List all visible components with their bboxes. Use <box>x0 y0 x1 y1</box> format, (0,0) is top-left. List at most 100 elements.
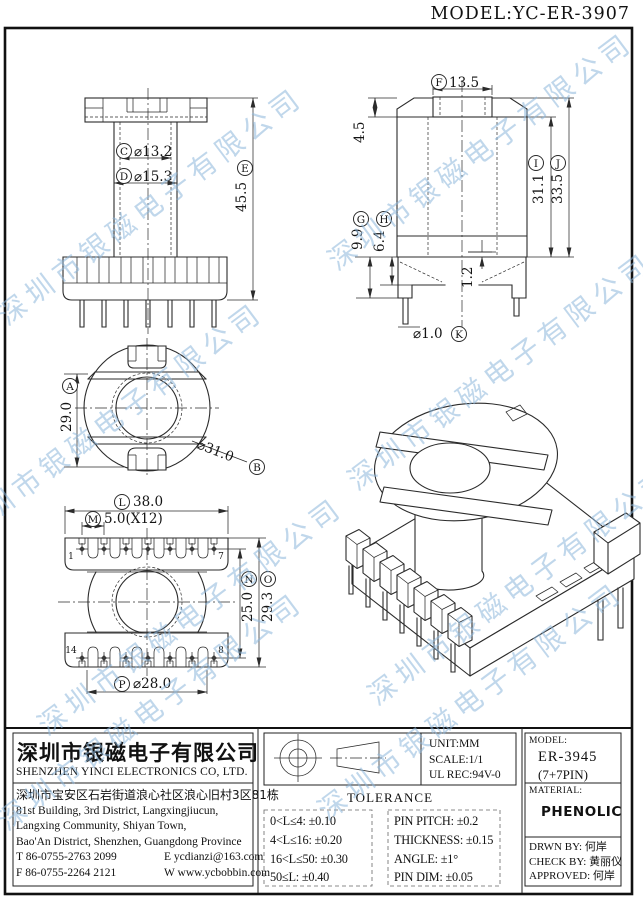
contact-line-2: F 86-0755-2264 2121 W www.ycbobbin.com <box>16 866 279 882</box>
dim-flange-thickness: 4.5 <box>352 122 368 143</box>
dim-l-value: 38.0 <box>133 494 163 510</box>
phone: T 86-0755-2763 2099 <box>16 851 117 863</box>
dim-m-value: 5.0(X12) <box>104 511 163 527</box>
company-name-cn: 深圳市银磁电子有限公司 <box>17 741 259 765</box>
dim-j-value: 33.5 <box>550 174 566 204</box>
company-address: 深圳市宝安区石岩街道浪心社区浪心旧村3区81栋 81st Building, 3… <box>16 788 279 881</box>
tolerance-row: 0<L≤4: ±0.10 <box>270 814 336 828</box>
balloon-M: M <box>85 511 101 527</box>
address-en-3: Bao'An District, Shenzhen, Guangdong Pro… <box>16 835 242 848</box>
balloon-H: H <box>376 211 392 227</box>
dim-d-value: ⌀15.3 <box>134 169 172 185</box>
balloon-B-letter: B <box>253 462 261 474</box>
tolerance-table-left: 0<L≤4: ±0.10 4<L≤16: ±0.20 16<L≤50: ±0.3… <box>270 812 348 887</box>
model-label: MODEL: <box>529 736 568 746</box>
pin-number-8: 8 <box>218 646 224 656</box>
ul-rec-label: UL REC:94V-0 <box>429 769 501 781</box>
part-model: ER-3945 <box>538 749 598 765</box>
side-view-pins <box>79 299 217 328</box>
balloon-K-letter: K <box>455 329 463 341</box>
balloon-C: C <box>116 143 132 159</box>
email[interactable]: E ycdianzi@163.com <box>164 851 264 863</box>
balloon-G-letter: G <box>357 214 365 226</box>
dim-b-value: ⌀31.0 <box>195 437 236 466</box>
balloon-I-letter: I <box>534 158 538 170</box>
material-value: PHENOLIC <box>541 804 622 820</box>
dim-a-value: 29.0 <box>59 402 75 432</box>
balloon-D-letter: D <box>120 171 128 183</box>
dim-o-value: 29.3 <box>260 592 276 622</box>
balloon-E: E <box>237 160 253 176</box>
bottom-pin-view: 1 7 14 8 L 38.0 M 5.0(X12) N 25.0 O 29.3… <box>58 494 276 695</box>
dim-i-value: 31.1 <box>531 174 547 204</box>
approved-by: APPROVED: 何岸 <box>529 870 615 882</box>
balloon-F: F <box>431 74 447 90</box>
sheet-border <box>3 26 634 896</box>
balloon-P-letter: P <box>118 679 125 691</box>
balloon-N: N <box>241 571 257 587</box>
tolerance-row: 4<L≤16: ±0.20 <box>270 832 342 847</box>
dim-p-value: ⌀28.0 <box>133 676 171 692</box>
balloon-F-letter: F <box>435 77 442 89</box>
balloon-E-letter: E <box>241 163 249 175</box>
balloon-B: B <box>249 459 265 475</box>
address-en-2: Langxing Community, Shiyan Town, <box>16 820 187 832</box>
tolerance-row: ANGLE: ±1° <box>394 851 458 866</box>
dim-e-value: 45.5 <box>234 182 250 212</box>
balloon-C-letter: C <box>120 146 128 158</box>
pin-number-14: 14 <box>65 646 77 656</box>
balloon-I: I <box>528 155 544 171</box>
pin-position-markers <box>75 542 221 665</box>
tolerance-row: THICKNESS: ±0.15 <box>394 832 494 847</box>
dim-n-value: 25.0 <box>240 592 256 622</box>
balloon-O: O <box>260 571 276 587</box>
tolerance-row: 16<L≤50: ±0.30 <box>270 851 348 866</box>
balloon-D: D <box>116 168 132 184</box>
side-elevation-view: C ⌀13.2 D ⌀15.3 E 45.5 <box>62 88 258 334</box>
balloon-A-letter: A <box>65 381 74 393</box>
tolerance-row: 50≤L: ±0.40 <box>270 870 330 885</box>
dim-k-value: ⌀1.0 <box>413 326 443 342</box>
tolerance-table-right: PIN PITCH: ±0.2 THICKNESS: ±0.15 ANGLE: … <box>394 812 493 887</box>
balloon-P: P <box>114 676 130 692</box>
signature-box: DRWN BY: 何岸 CHECK BY: 黄丽仪 APPROVED: 何岸 <box>529 840 622 884</box>
front-elevation-view: F 13.5 4.5 G 9.9 H 6.4 1.2 ⌀1.0 K I 31.1… <box>350 74 574 342</box>
balloon-J-letter: J <box>555 158 560 170</box>
address-cn: 深圳市宝安区石岩街道浪心社区浪心旧村3区81栋 <box>16 788 279 802</box>
balloon-J: J <box>550 155 566 171</box>
dim-h-value: 6.4 <box>372 231 388 252</box>
dim-f-value: 13.5 <box>449 75 479 91</box>
company-name-en: SHENZHEN YINCI ELECTRONICS CO, LTD. <box>16 766 248 778</box>
balloon-O-letter: O <box>264 574 273 586</box>
projection-symbol <box>274 734 386 782</box>
scale-label: SCALE:1/1 <box>429 753 484 766</box>
pin-count: (7+7PIN) <box>538 767 588 782</box>
dim-g-value: 9.9 <box>350 229 366 250</box>
dim-c-value: ⌀13.2 <box>134 144 172 160</box>
unit-label: UNIT:MM <box>429 738 480 750</box>
fax: F 86-0755-2264 2121 <box>16 866 117 879</box>
tolerance-row: PIN PITCH: ±0.2 <box>394 814 479 828</box>
pin-number-7: 7 <box>218 552 224 562</box>
checked-by: CHECK BY: 黄丽仪 <box>529 855 623 868</box>
balloon-L-letter: L <box>119 497 126 509</box>
drawing-model-number: MODEL:YC-ER-3907 <box>430 4 630 24</box>
drawn-by: DRWN BY: 何岸 <box>529 841 607 853</box>
balloon-M-letter: M <box>88 514 99 526</box>
dim-step: 1.2 <box>460 267 476 288</box>
top-circular-view: A 29.0 B ⌀31.0 <box>59 338 265 478</box>
balloon-H-letter: H <box>379 214 388 226</box>
address-en-1: 81st Building, 3rd District, Langxingjiu… <box>16 804 219 817</box>
spec-box: UNIT:MM SCALE:1/1 UL REC:94V-0 <box>429 737 501 784</box>
isometric-view <box>345 402 641 677</box>
website[interactable]: W www.ycbobbin.com <box>164 866 271 879</box>
title-block-lines <box>5 727 632 893</box>
tolerance-header: TOLERANCE <box>346 790 434 805</box>
balloon-G: G <box>353 211 369 227</box>
tolerance-row: PIN DIM: ±0.05 <box>394 870 473 885</box>
balloon-A: A <box>62 378 78 394</box>
balloon-K: K <box>451 326 467 342</box>
balloon-N-letter: N <box>244 574 253 586</box>
